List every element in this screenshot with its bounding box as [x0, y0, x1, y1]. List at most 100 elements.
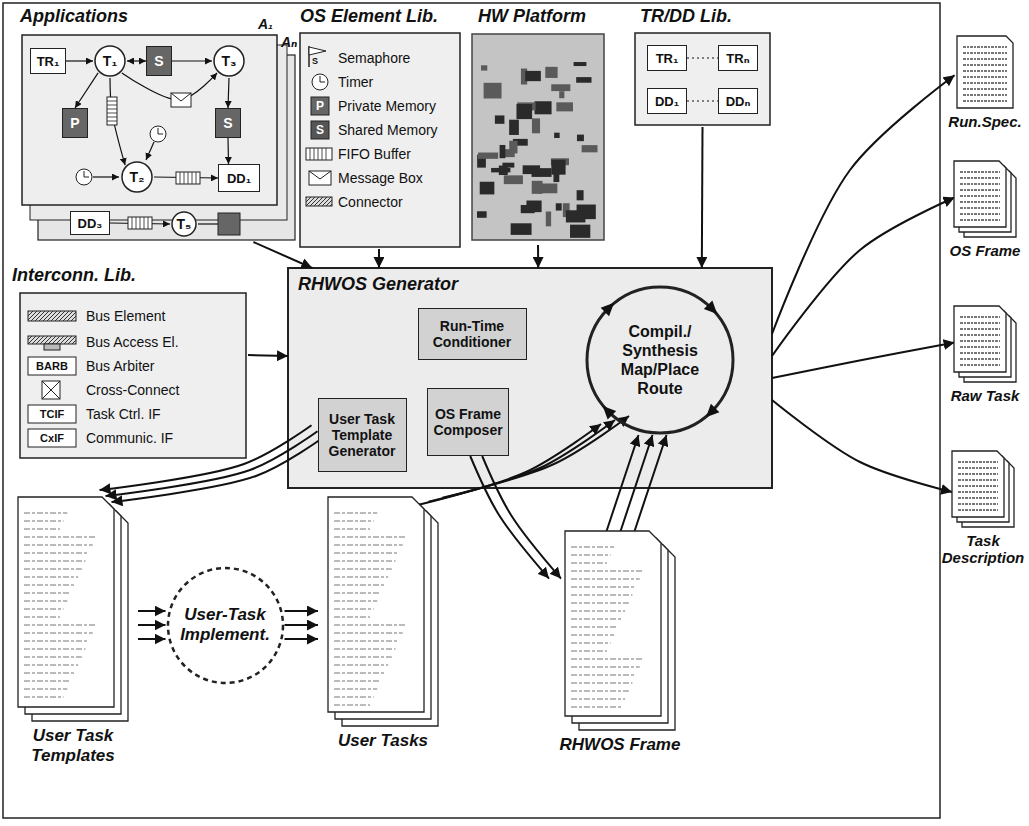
symbol-letter: S	[311, 121, 329, 139]
connector	[172, 61, 212, 62]
texture-stroke	[960, 316, 1000, 318]
texture-stroke	[960, 201, 1000, 203]
texture-stroke	[24, 633, 93, 634]
fifo-symbol	[310, 148, 326, 160]
node-text: T₂	[130, 169, 145, 185]
timer-symbol	[146, 126, 166, 160]
bus-element-symbol	[28, 311, 76, 321]
panel-heading: RHWOS Generator	[298, 274, 458, 295]
connector-line	[378, 249, 380, 268]
connector-line	[172, 60, 212, 61]
connector-line	[138, 624, 166, 626]
circle-outline	[214, 46, 244, 76]
application-front-page	[22, 35, 277, 205]
connector	[127, 61, 146, 62]
connector-line	[127, 60, 146, 61]
document-stack: User Task Templates	[8, 496, 138, 796]
cycle-arrow-head	[601, 303, 614, 316]
cycle-arrow-head	[706, 404, 719, 417]
texture-stroke	[334, 705, 370, 706]
bus-access-symbol	[28, 336, 76, 344]
library-panel: TR/DD Lib.TR₁TRₙDD₁DDₙ	[633, 5, 772, 127]
connector	[122, 73, 217, 100]
connector	[606, 435, 667, 533]
texture-stroke	[334, 545, 403, 546]
board-chip	[500, 145, 506, 158]
circle-outline	[172, 212, 196, 236]
document-page	[565, 531, 661, 716]
document-page	[328, 497, 424, 712]
node-text: T₃	[221, 53, 236, 69]
board-chip	[566, 210, 586, 222]
texture-stroke	[334, 625, 406, 626]
output-document: Raw Task	[945, 305, 1025, 430]
task-circle: T₅	[170, 210, 198, 238]
document-stack: RHWOS Frame	[555, 530, 685, 800]
texture-stroke	[571, 635, 614, 636]
document-page	[18, 497, 114, 707]
texture-stroke	[963, 64, 1007, 66]
board-chip	[495, 115, 505, 123]
node-text: Task Ctrl. IF	[86, 406, 161, 422]
texture-stroke	[571, 667, 640, 668]
texture-stroke	[334, 585, 385, 586]
texture-stroke	[334, 553, 399, 554]
texture-stroke	[958, 473, 998, 475]
texture-stroke	[963, 94, 1007, 96]
texture-stroke	[960, 207, 1000, 209]
connector-line	[687, 100, 718, 101]
board-chip	[480, 182, 495, 195]
texture-stroke	[24, 641, 89, 642]
texture-stroke	[334, 529, 370, 530]
node-text: Message Box	[338, 170, 423, 186]
library-frame	[300, 33, 460, 247]
connector	[772, 343, 955, 379]
message-box-symbol	[309, 171, 331, 179]
connector	[538, 245, 539, 268]
texture-stroke	[24, 521, 64, 522]
texture-stroke	[24, 537, 96, 538]
texture-stroke	[571, 611, 625, 612]
node-text: Shared Memory	[338, 122, 438, 138]
texture-stroke	[571, 619, 622, 620]
node-shape	[940, 450, 1026, 600]
library-frame	[20, 293, 246, 458]
generator-frame	[288, 268, 772, 488]
board-chip	[556, 102, 573, 111]
connector-line	[138, 638, 166, 640]
texture-stroke	[958, 503, 998, 505]
private-memory-box: P	[62, 108, 88, 138]
texture-stroke	[571, 651, 607, 652]
texture-stroke	[334, 577, 388, 578]
output-document: OS Frame	[945, 160, 1025, 285]
node-text: Bus Access El.	[86, 334, 179, 350]
texture-stroke	[958, 467, 998, 469]
cycle-arrow-head	[603, 406, 616, 419]
cycle-arrow-head	[704, 301, 717, 314]
activity-circle: User-Task Implement.	[166, 566, 285, 685]
board-chip	[551, 160, 565, 175]
node-text: Run-Time Conditioner	[424, 318, 521, 350]
node-text: Raw Task	[945, 387, 1025, 404]
texture-stroke	[24, 577, 78, 578]
texture-stroke	[571, 699, 625, 700]
board-chip	[554, 133, 560, 138]
node-text: OS Frame Composer	[433, 406, 503, 438]
board-chip	[523, 165, 540, 174]
texture-stroke	[571, 571, 643, 572]
board-chip	[532, 118, 540, 133]
connector-line	[620, 435, 653, 533]
connector	[772, 75, 955, 334]
texture-stroke	[334, 601, 377, 602]
node-text: RHWOS Frame	[555, 735, 685, 755]
texture-stroke	[24, 673, 75, 674]
texture-stroke	[24, 593, 71, 594]
connector	[66, 61, 93, 62]
connector	[378, 249, 379, 268]
bus-arbiter-symbol	[28, 357, 76, 375]
texture-stroke	[334, 641, 399, 642]
texture-stroke	[24, 585, 75, 586]
texture-stroke	[24, 545, 93, 546]
connector	[75, 73, 98, 108]
shared-memory-symbol	[198, 213, 240, 235]
